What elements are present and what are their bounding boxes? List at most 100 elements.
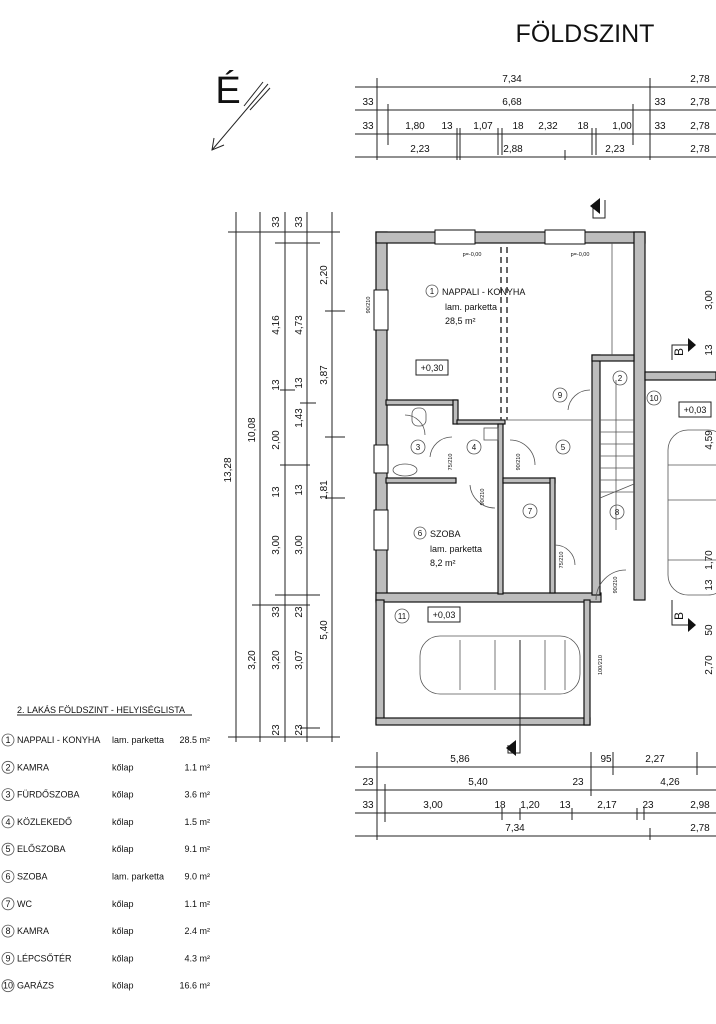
room-floor: lam. parketta: [430, 544, 482, 554]
dimension-label: 7,34: [502, 74, 522, 85]
dimension-label: 13: [704, 579, 715, 591]
row-floor: kőlap: [112, 899, 134, 909]
row-number: 4: [5, 817, 10, 827]
dimension-label: 7,34: [505, 823, 525, 834]
row-area: 1.5 m²: [184, 817, 210, 827]
dimension-label: 2,88: [503, 144, 523, 155]
dimension-label: 3,00: [294, 535, 305, 555]
room-floor: lam. parketta: [445, 302, 497, 312]
section-mark: B: [672, 612, 686, 620]
room-number-marker: 11: [394, 608, 410, 624]
room-number: 7: [528, 507, 533, 516]
row-floor: kőlap: [112, 953, 134, 963]
dimension-label: 23: [294, 724, 305, 736]
dimension-label: 18: [512, 121, 524, 132]
row-name: ELŐSZOBA: [17, 844, 66, 854]
dimension-label: 10,08: [247, 417, 258, 442]
row-name: NAPPALI - KONYHA: [17, 735, 100, 745]
dimension-label: 1,00: [612, 121, 632, 132]
dimension-label: 4,73: [294, 315, 305, 335]
dimension-label: 18: [494, 800, 506, 811]
room-number-marker: 4: [466, 439, 482, 455]
dimension-label: 95: [600, 754, 612, 765]
small-label: p=-0,00: [463, 252, 482, 258]
room-number: 5: [561, 443, 566, 452]
dimension-label: 13: [441, 121, 453, 132]
room-number: 6: [418, 529, 423, 538]
dimension-label: 1,43: [294, 408, 305, 428]
small-label: 90/210: [366, 297, 372, 314]
row-number: 9: [5, 953, 10, 963]
level-markers: +0,30+0,03+0,03: [415, 359, 712, 623]
row-number: 6: [5, 872, 10, 882]
north-label: É: [215, 69, 240, 112]
row-floor: lam. parketta: [112, 735, 164, 745]
room-name: SZOBA: [430, 529, 461, 539]
car-icon: [419, 635, 581, 695]
dimension-label: 3,00: [704, 290, 715, 310]
walls: [373, 229, 716, 726]
row-floor: kőlap: [112, 981, 134, 991]
small-label: 90/210: [613, 577, 619, 594]
schedule-row: 4 KÖZLEKEDŐ kőlap 1.5 m²: [1, 815, 210, 829]
car-icon: [667, 429, 716, 596]
dimension-label: 2,78: [690, 823, 710, 834]
row-area: 28.5 m²: [179, 735, 210, 745]
dimension-label: 2,20: [319, 265, 330, 285]
left-dimension-lines: [228, 212, 345, 742]
dimension-label: 4,26: [660, 777, 680, 788]
room-number-marker: 7: [522, 503, 538, 519]
small-label: 90/210: [516, 454, 522, 471]
room-label-6: 6 SZOBA lam. parketta 8,2 m²: [413, 526, 482, 568]
room-number: 4: [472, 443, 477, 452]
dimension-label: 33: [271, 216, 282, 228]
dimension-label: 2,98: [690, 800, 710, 811]
dimension-label: 2,78: [690, 121, 710, 132]
small-label: p=-0,00: [571, 252, 590, 258]
dimension-label: 23: [362, 777, 374, 788]
room-number: 8: [615, 508, 620, 517]
level-marker: +0,03: [678, 401, 712, 418]
schedule-heading: 2. LAKÁS FÖLDSZINT - HELYISÉGLISTA: [17, 705, 185, 715]
level-marker: +0,03: [427, 606, 461, 623]
small-label: 75/210: [448, 454, 454, 471]
room-number: 2: [618, 374, 623, 383]
north-arrow-icon: É: [211, 69, 271, 151]
dimension-label: 13: [294, 484, 305, 496]
bottom-dimension-lines: [355, 752, 716, 840]
level-value: +0,03: [684, 405, 707, 415]
row-name: LÉPCSŐTÉR: [17, 953, 72, 963]
dimension-label: 3,00: [271, 535, 282, 555]
dimension-label: 6,68: [502, 97, 522, 108]
room-number: 10: [650, 394, 659, 403]
row-name: KÖZLEKEDŐ: [17, 817, 72, 827]
dimension-label: 5,86: [450, 754, 470, 765]
plan-title: FÖLDSZINT: [516, 20, 655, 48]
room-number: 11: [398, 612, 407, 621]
top-dimension-lines: [355, 78, 716, 160]
row-floor: kőlap: [112, 926, 134, 936]
row-floor: kőlap: [112, 817, 134, 827]
row-name: FÜRDŐSZOBA: [17, 790, 80, 800]
dimension-label: 3,00: [423, 800, 443, 811]
dimension-label: 2,23: [605, 144, 625, 155]
dimension-label: 4,59: [704, 430, 715, 450]
row-name: KAMRA: [17, 926, 49, 936]
dimension-label: 4,16: [271, 315, 282, 335]
dimension-label: 13: [271, 486, 282, 498]
row-area: 4.3 m²: [184, 953, 210, 963]
dimension-label: 1,81: [319, 480, 330, 500]
dimension-label: 2,32: [538, 121, 558, 132]
small-label: 100/210: [598, 655, 604, 675]
small-label: 75/210: [559, 552, 565, 569]
row-name: WC: [17, 899, 32, 909]
dimension-label: 33: [362, 97, 374, 108]
row-number: 5: [5, 844, 10, 854]
dimension-label: 13: [294, 377, 305, 389]
dimension-label: 33: [294, 216, 305, 228]
room-number: 9: [558, 391, 563, 400]
